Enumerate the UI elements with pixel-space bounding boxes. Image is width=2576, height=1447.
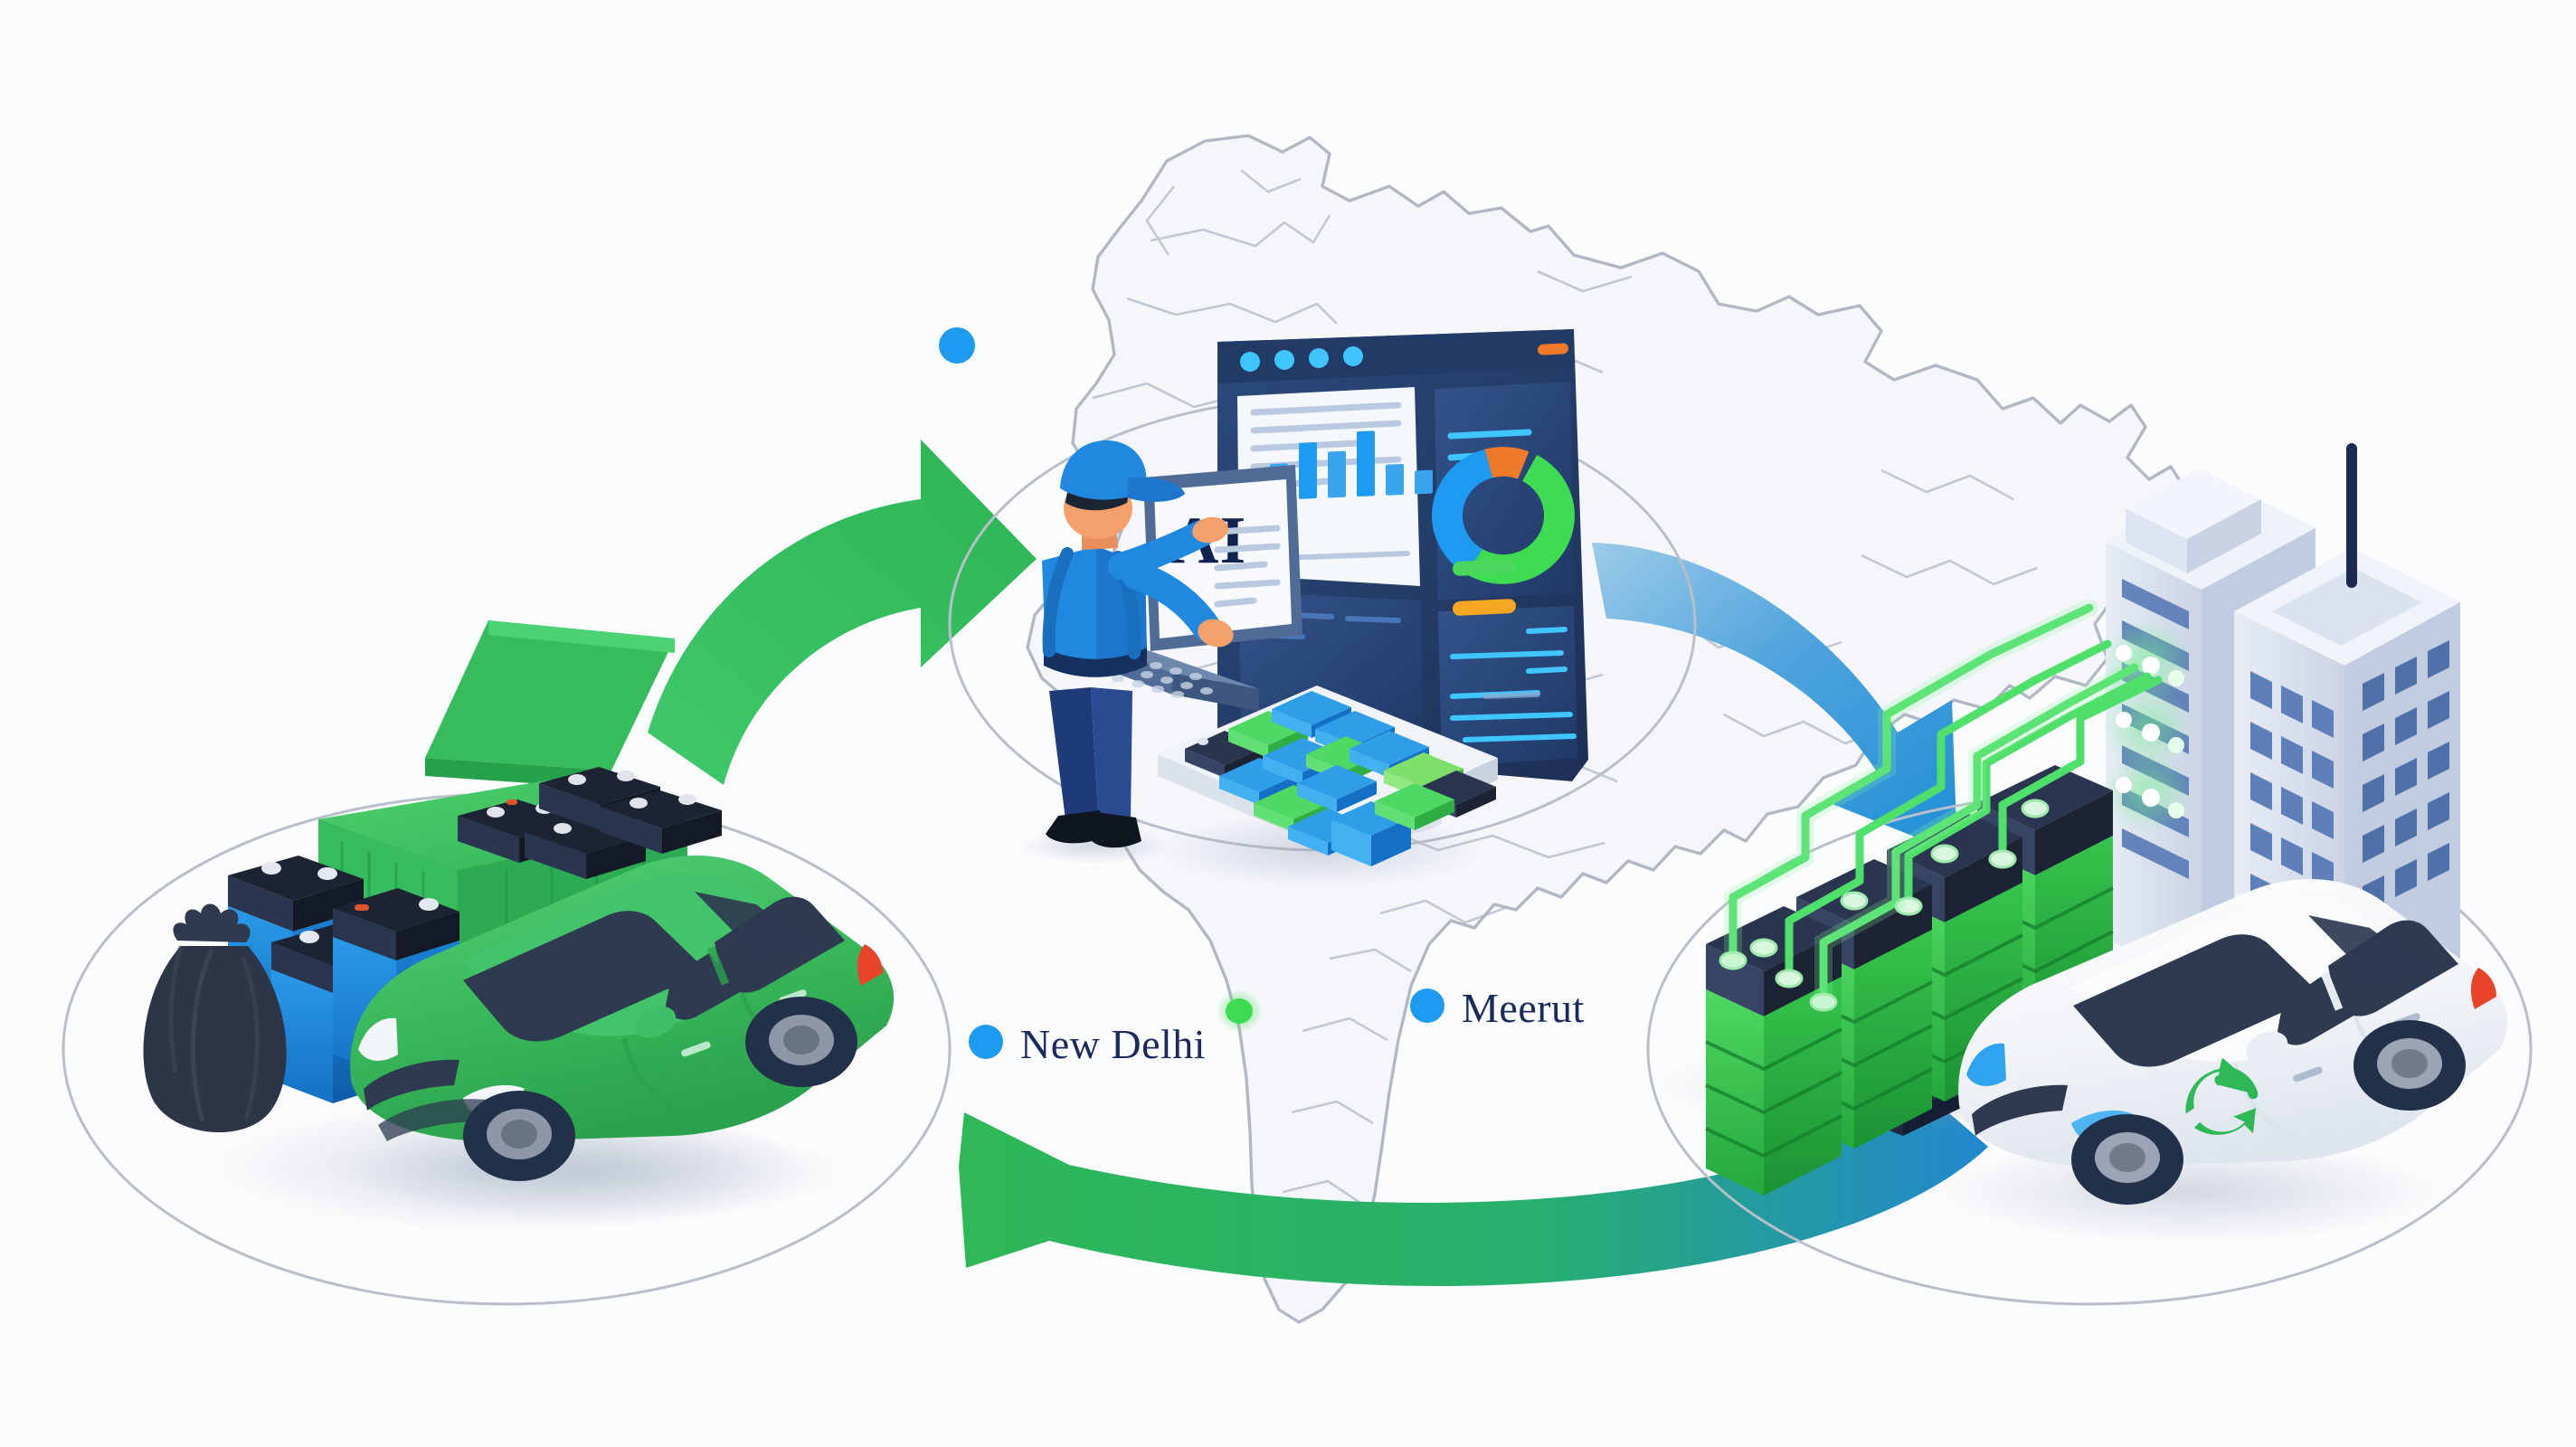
recycle-symbol-icon: [2185, 1057, 2259, 1135]
sorting-cells: [1185, 691, 1496, 866]
map-label-meerut: Meerut: [1462, 985, 1585, 1031]
map-label-new-delhi: New Delhi: [1020, 1021, 1206, 1067]
panel-status-list[interactable]: [1438, 559, 1577, 767]
map-markers: New Delhi Meerut: [939, 327, 1585, 1067]
laptop-text-lines: [1214, 525, 1281, 608]
technician[interactable]: [1017, 440, 1236, 865]
map-marker-meerut[interactable]: Meerut: [1410, 985, 1585, 1031]
rack-cables: [1728, 603, 2163, 1007]
arrow-left-to-center: [648, 440, 1037, 785]
second-life-stage[interactable]: [1655, 443, 2508, 1244]
waste-bag[interactable]: [143, 903, 287, 1133]
collection-stage[interactable]: [143, 620, 895, 1234]
led-indicators: [2102, 619, 2192, 834]
map-marker-new-delhi[interactable]: New Delhi: [969, 1021, 1206, 1067]
white-ev-car[interactable]: [1930, 879, 2508, 1244]
dot-new-delhi: [969, 1025, 1003, 1059]
ai-diagnostics-stage[interactable]: AI: [1017, 329, 1588, 888]
arrow-center-to-right: [1592, 543, 1957, 854]
arrow-right-to-left-return: [959, 1091, 1988, 1287]
green-car[interactable]: [346, 856, 895, 1225]
window-dots: [1240, 346, 1363, 372]
spent-batteries-in-bin: [458, 767, 722, 879]
battery-sorting-tray[interactable]: [1158, 686, 1498, 888]
dot-meerut: [1410, 988, 1444, 1023]
office-buildings[interactable]: [2106, 443, 2460, 1038]
dot-unlabeled-north[interactable]: [939, 327, 975, 364]
